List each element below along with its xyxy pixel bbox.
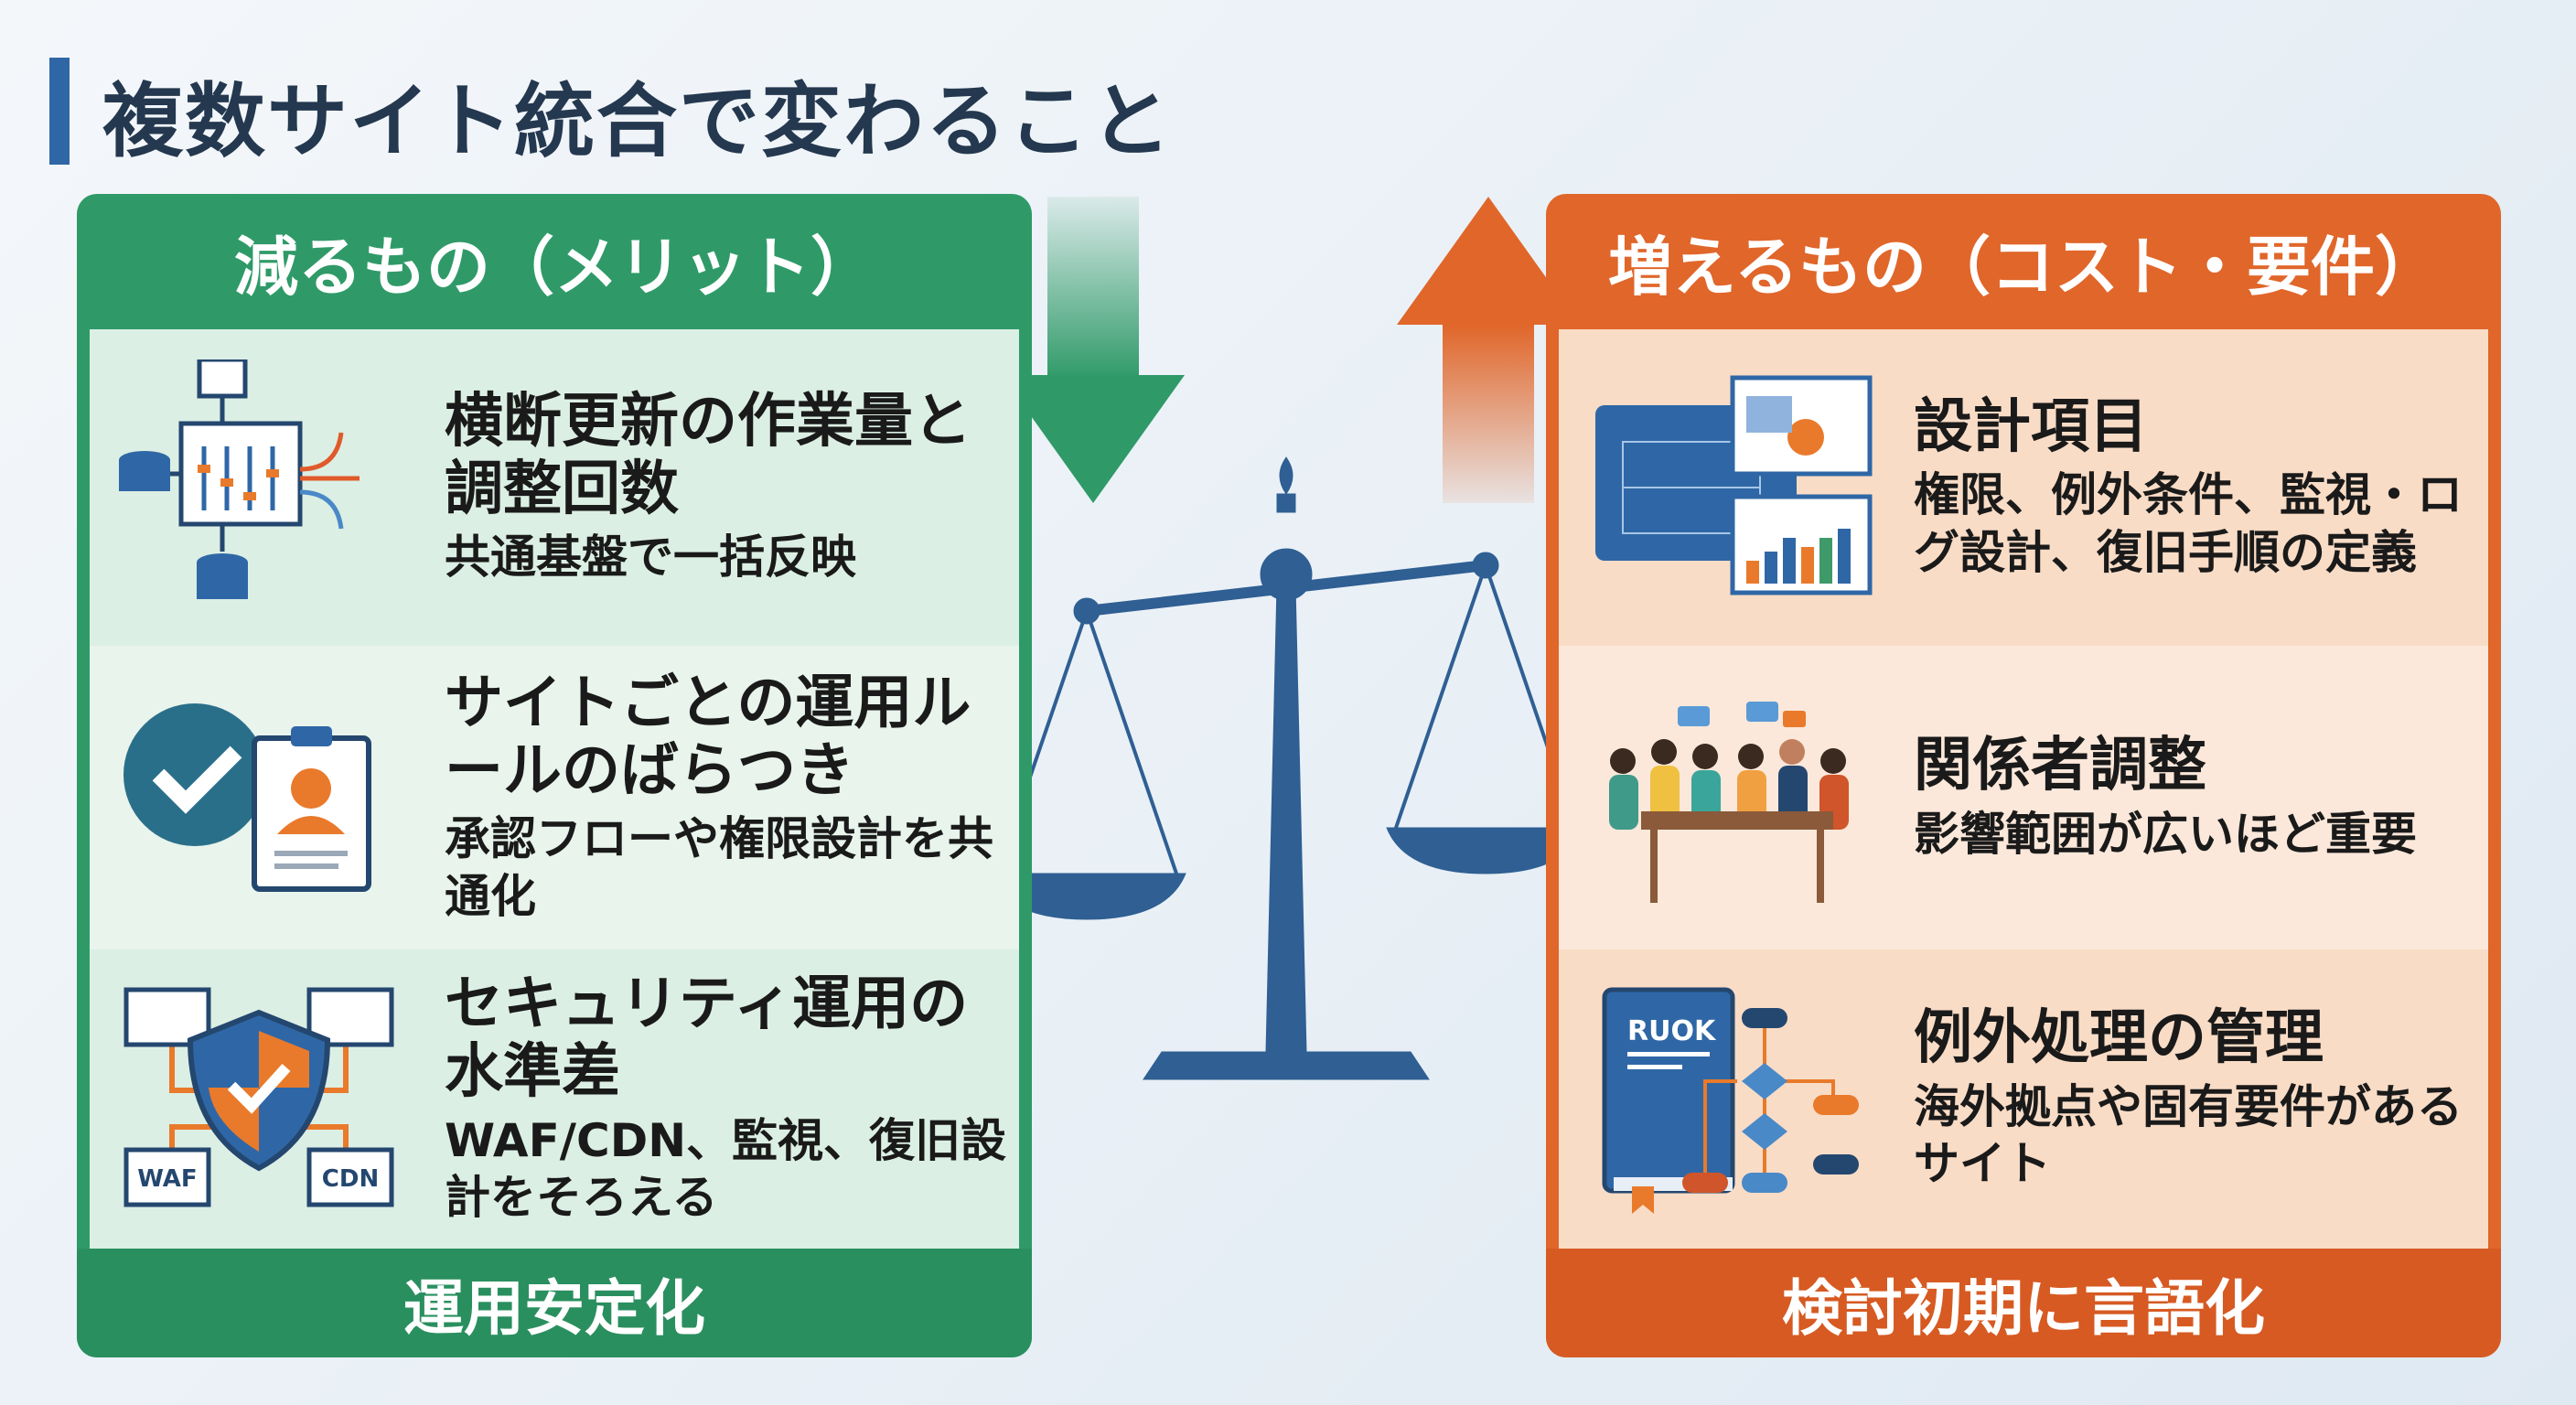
item-title: 関係者調整 <box>1914 731 2206 799</box>
list-item: 設計項目権限、例外条件、監視・ログ設計、復旧手順の定義 <box>1559 329 2488 646</box>
item-subtitle: WAF/CDN、監視、復旧設計をそろえる <box>445 1113 1007 1225</box>
balance-scale-illustration <box>987 197 1585 1080</box>
waf-label: WAF <box>137 1165 197 1193</box>
cdn-label: CDN <box>322 1165 379 1193</box>
increases-panel: 増えるもの（コスト・要件） 設計項目権限、例外条件、監視・ログ設計、復旧手順の定… <box>1546 194 2501 1357</box>
item-title: 設計項目 <box>1914 392 2148 461</box>
rulebook-flowchart-icon: RUOK <box>1559 981 1906 1218</box>
increases-header: 増えるもの（コスト・要件） <box>1608 229 2439 305</box>
item-title: サイトごとの運用ルールのばらつき <box>445 669 971 805</box>
item-subtitle: 権限、例外条件、監視・ログ設計、復旧手順の定義 <box>1914 468 2463 579</box>
decreases-footer: 運用安定化 <box>77 1249 1032 1357</box>
decreases-panel: 減るもの（メリット） 横断更新の作業量と調整回数共通基盤で一括反映 サイトごとの… <box>77 194 1032 1357</box>
page-title: 複数サイト統合で変わること <box>102 74 1174 168</box>
book-label: RUOK <box>1627 1015 1717 1047</box>
item-subtitle: 承認フローや権限設計を共通化 <box>445 812 993 923</box>
list-item: 関係者調整影響範囲が広いほど重要 <box>1559 646 2488 949</box>
list-item: RUOK 例外処理の管理海外拠点や固有要件があるサイト <box>1559 949 2488 1249</box>
blueprint-chart-icon <box>1559 369 1906 606</box>
item-subtitle: 影響範囲が広いほど重要 <box>1914 807 2417 861</box>
list-item: 横断更新の作業量と調整回数共通基盤で一括反映 <box>90 329 1019 646</box>
item-subtitle: 共通基盤で一括反映 <box>445 531 856 585</box>
checklist-approval-icon <box>90 688 437 907</box>
item-subtitle: 海外拠点や固有要件があるサイト <box>1914 1079 2463 1191</box>
list-item: サイトごとの運用ルールのばらつき承認フローや権限設計を共通化 <box>90 646 1019 949</box>
team-meeting-icon <box>1559 688 1906 907</box>
item-title: セキュリティ運用の水準差 <box>445 971 969 1106</box>
decreases-header: 減るもの（メリット） <box>234 229 875 305</box>
increases-footer: 検討初期に言語化 <box>1546 1249 2501 1357</box>
title-accent-bar <box>49 58 70 165</box>
down-arrow-icon <box>1002 197 1185 503</box>
data-sync-icon <box>90 359 437 616</box>
item-title: 横断更新の作業量と調整回数 <box>445 388 971 523</box>
item-title: 例外処理の管理 <box>1914 1004 2324 1073</box>
up-arrow-icon <box>1397 197 1580 503</box>
security-shield-icon: WAF CDN <box>90 981 437 1218</box>
